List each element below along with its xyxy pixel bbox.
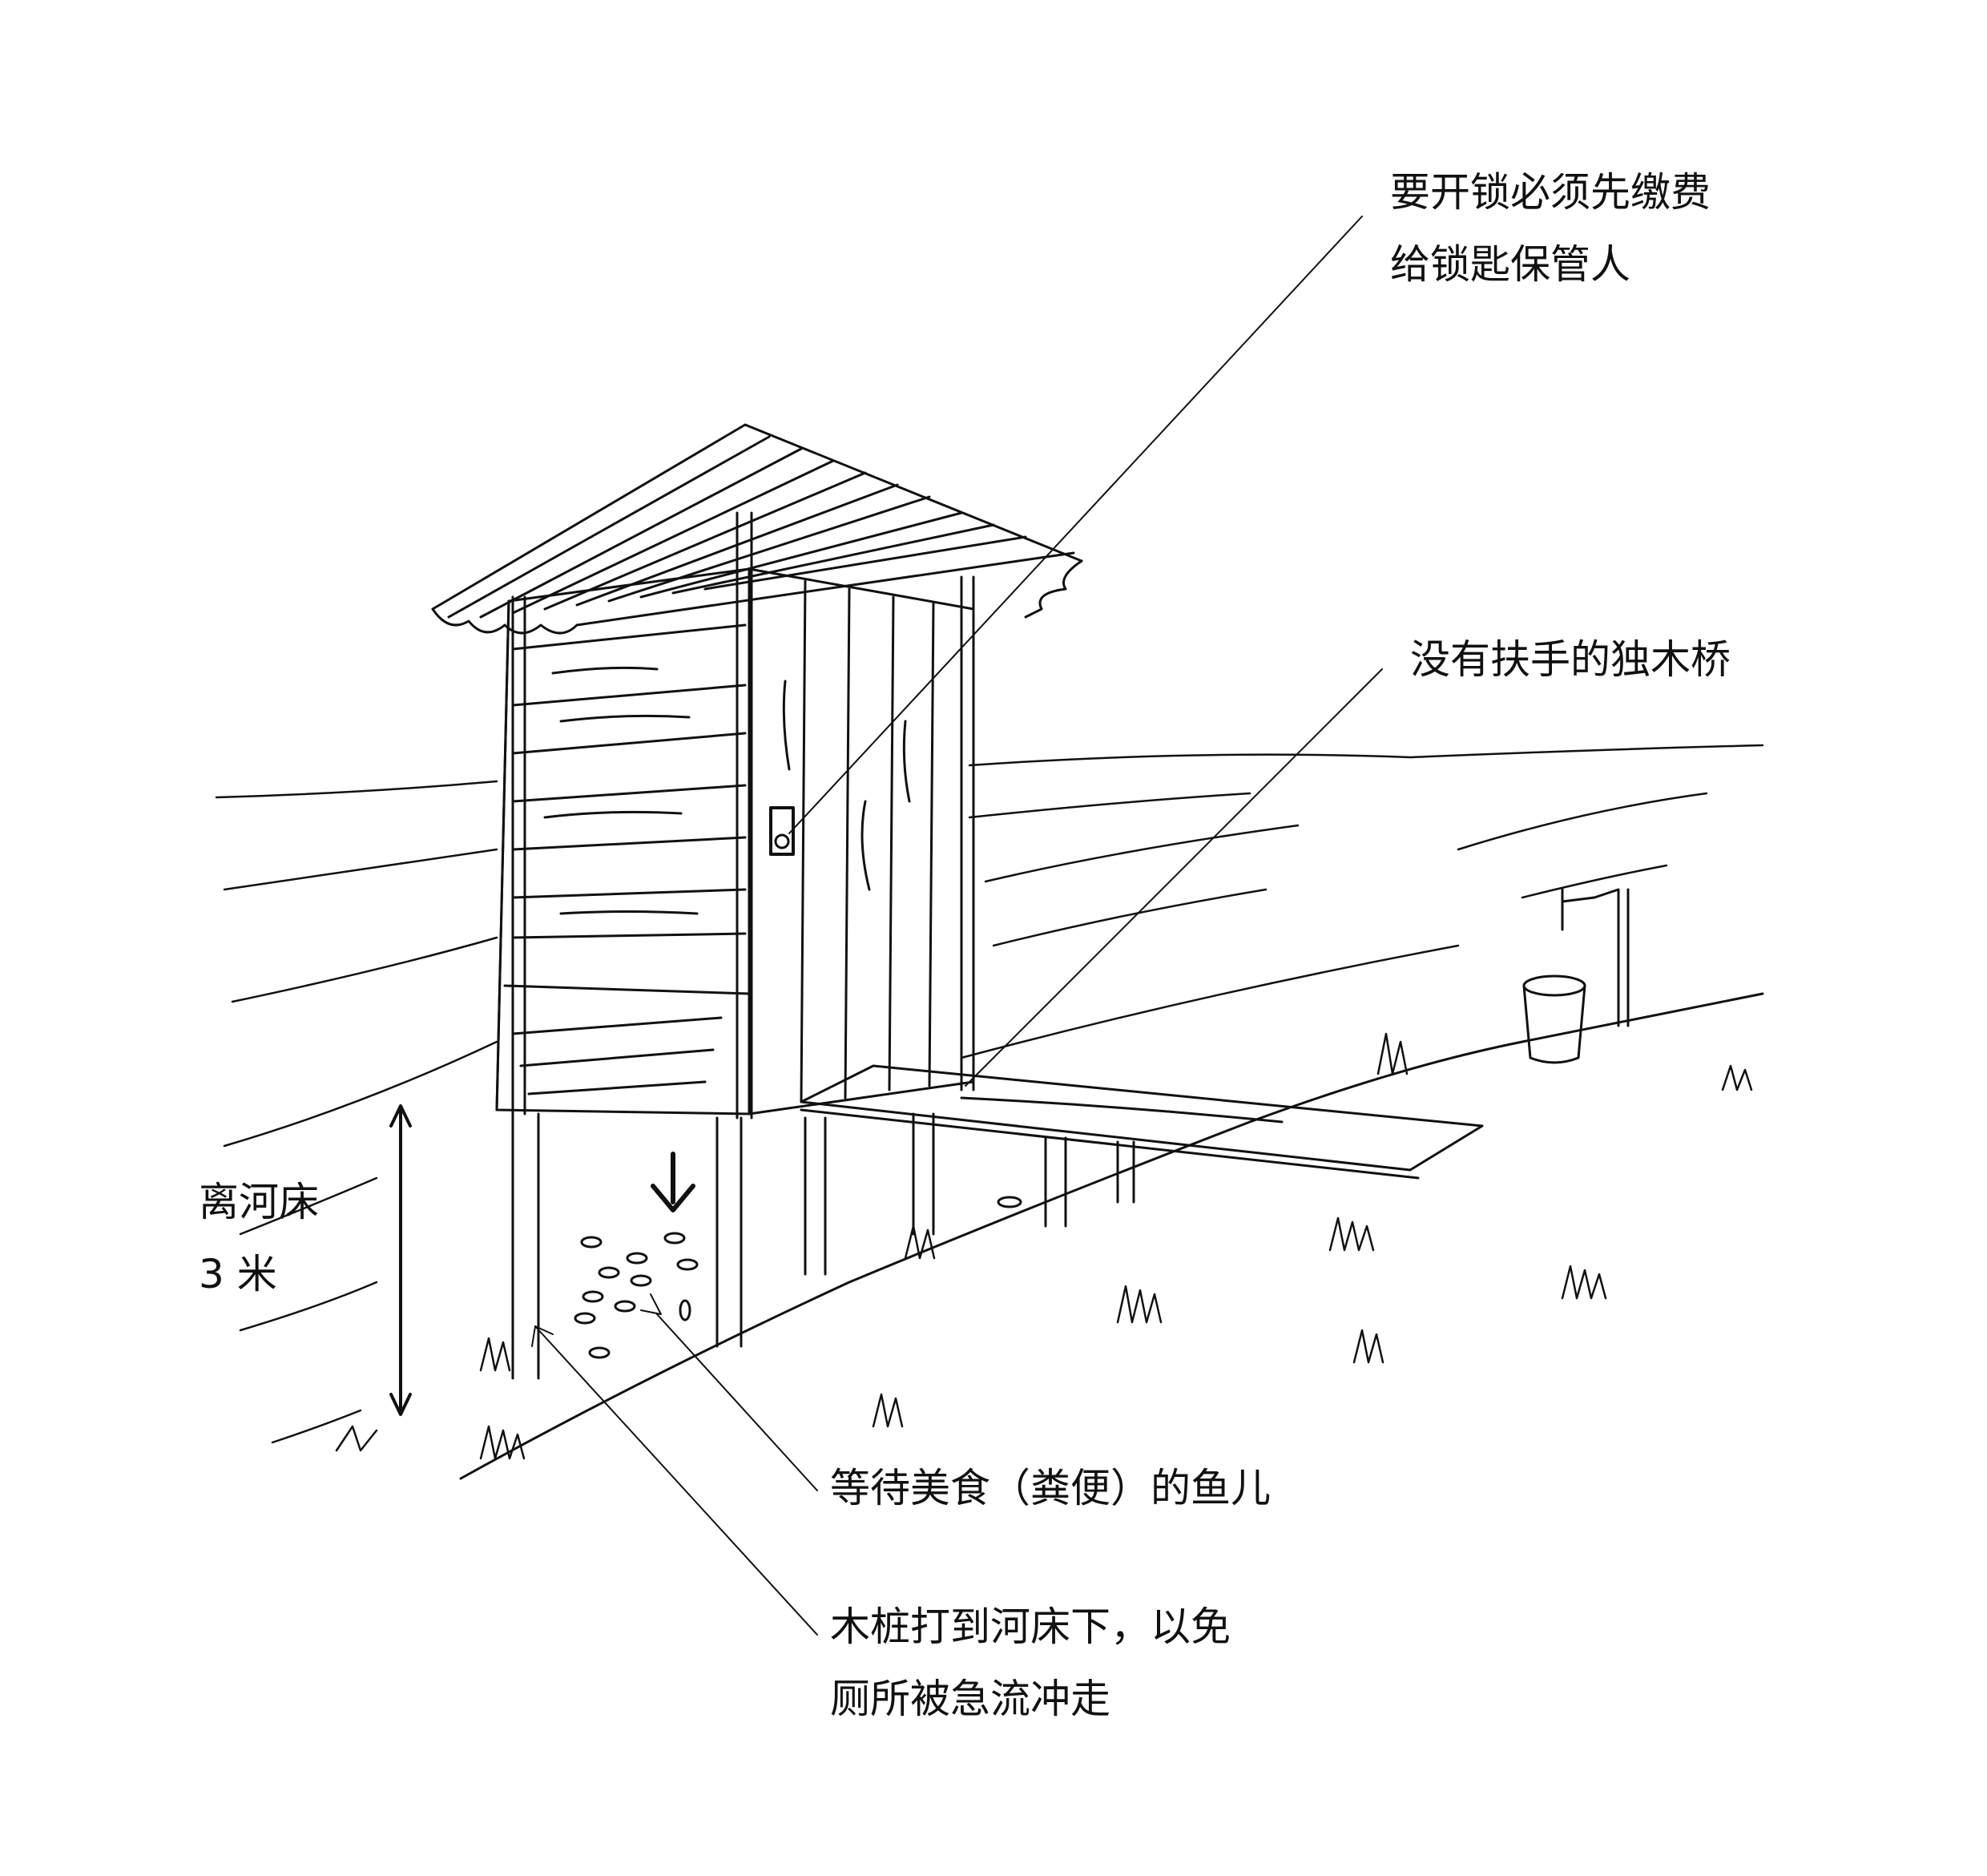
water-tap-icon: [1561, 888, 1630, 1027]
corrugated-roof: [431, 423, 1083, 635]
plank-bridge: [800, 1064, 1484, 1180]
stilts: [511, 1112, 1135, 1380]
riverbank: [459, 992, 1764, 1480]
height-dimension-arrow: [389, 1104, 412, 1416]
lock-fee-line-2: 给锁匙保管人: [1390, 241, 1630, 288]
height-label: 离河床 3 米: [199, 1166, 319, 1310]
height-label-line-1: 离河床: [199, 1179, 319, 1225]
bridge-label-text: 没有扶手的独木桥: [1410, 636, 1731, 683]
piles-label-line-1: 木桩打到河床下，以免: [830, 1604, 1231, 1650]
latrine-cabin: [495, 511, 975, 1120]
fish-label-text: 等待美食（粪便）的鱼儿: [830, 1465, 1271, 1511]
leader-lines: [531, 216, 1383, 1636]
lock-fee-line-1: 要开锁必须先缴费: [1390, 169, 1711, 216]
height-label-line-2: 3 米: [199, 1251, 277, 1297]
fish-group: [574, 1152, 1022, 1359]
padlock-icon: [769, 806, 795, 856]
piles-label-line-2: 厕所被急流冲走: [830, 1676, 1110, 1722]
water-lines: [215, 744, 1764, 1444]
fish-label: 等待美食（粪便）的鱼儿: [830, 1452, 1271, 1524]
piles-label: 木桩打到河床下，以免 厕所被急流冲走: [830, 1591, 1231, 1735]
lock-fee-label: 要开锁必须先缴费 给锁匙保管人: [1390, 156, 1711, 301]
bridge-label: 没有扶手的独木桥: [1410, 623, 1731, 696]
grass-tufts: [335, 1032, 1753, 1460]
bucket-icon: [1522, 974, 1586, 1064]
